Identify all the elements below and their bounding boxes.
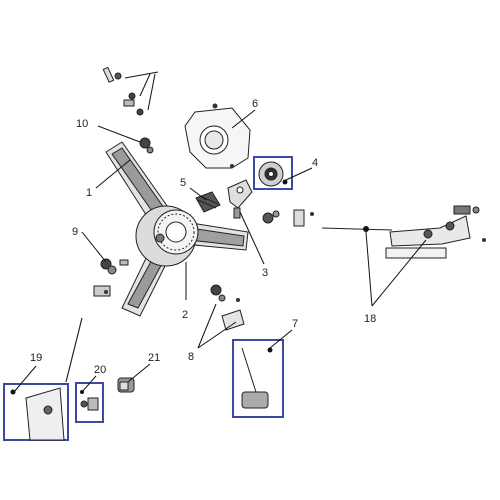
left-bracket	[93, 285, 111, 297]
callout-20: 20	[94, 364, 106, 376]
callout-6: 6	[252, 98, 258, 110]
part-21-connector	[117, 377, 135, 393]
callout-9: 9	[72, 226, 78, 238]
callout-3: 3	[262, 267, 268, 279]
part-20-fittings	[75, 382, 104, 423]
callout-10: 10	[76, 118, 88, 130]
callout-1: 1	[86, 187, 92, 199]
callout-21: 21	[148, 352, 160, 364]
callout-2: 2	[182, 309, 188, 321]
callout-8: 8	[188, 351, 194, 363]
part-10-cap	[139, 137, 154, 154]
callout-18: 18	[364, 313, 376, 325]
leader-lines	[13, 109, 427, 393]
callout-labels: 1 2 3 4 5 6 7 8 9 10 18 19 20 21	[30, 98, 376, 376]
part-2-rod	[65, 317, 83, 383]
callout-4: 4	[312, 157, 318, 169]
part-3-lever	[227, 179, 253, 219]
part-19-panel	[3, 383, 69, 441]
part-7-bolt-knob	[232, 339, 284, 418]
callout-19: 19	[30, 352, 42, 364]
part-6-cover-plate	[184, 103, 251, 169]
part-9-fastener-pack	[100, 258, 129, 275]
top-screw-cluster	[102, 66, 159, 116]
callout-7: 7	[292, 318, 298, 330]
part-8-brackets	[210, 284, 245, 331]
part-4-gear	[253, 156, 293, 190]
part-18-shaft-assembly	[262, 205, 486, 259]
callout-5: 5	[180, 177, 186, 189]
